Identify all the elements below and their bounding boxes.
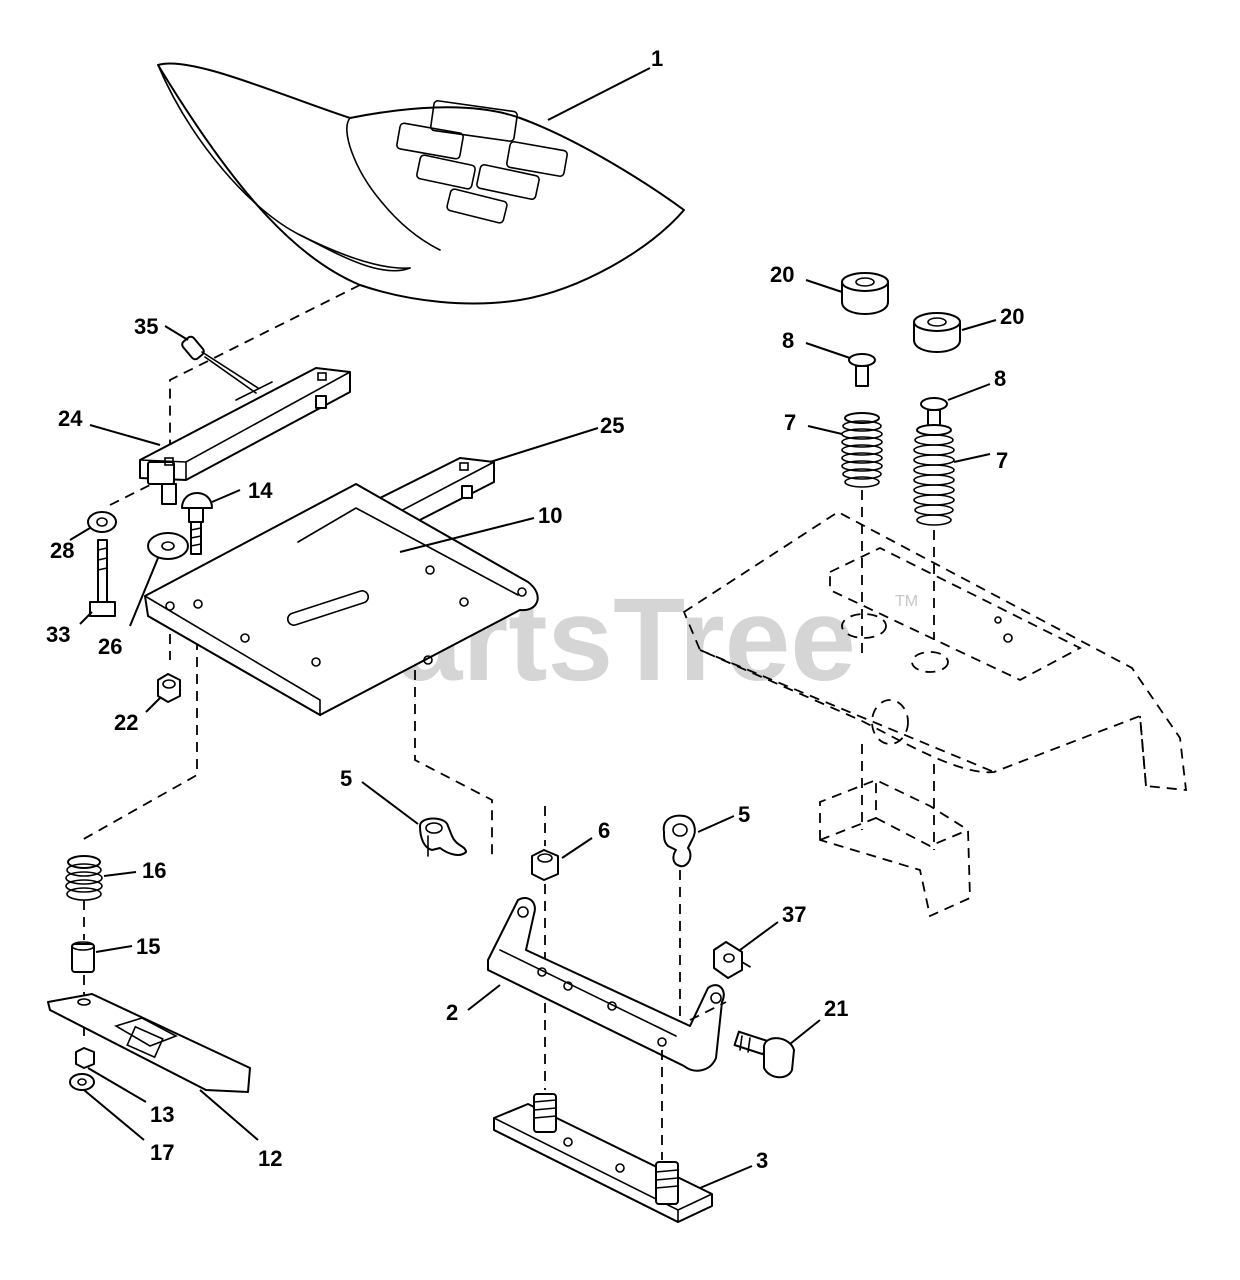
spring-16-part[interactable] <box>65 855 103 901</box>
watermark-trademark: TM <box>895 593 918 610</box>
spacer-20-left-part[interactable] <box>841 272 889 315</box>
callout-21: 21 <box>824 996 848 1021</box>
spacer-20-right-part[interactable] <box>913 312 961 353</box>
callout-5-left: 5 <box>340 766 352 791</box>
callout-28: 28 <box>50 538 74 563</box>
washer-17-part[interactable] <box>69 1073 95 1091</box>
screw-8-left-part[interactable] <box>848 353 876 387</box>
fender-reference-outline <box>682 510 1188 918</box>
spring-7-right-part[interactable] <box>913 424 955 526</box>
callout-14: 14 <box>248 478 273 503</box>
callout-25: 25 <box>600 413 624 438</box>
bolt-21-part[interactable] <box>733 1030 795 1079</box>
lower-plate-3-part[interactable] <box>493 1093 713 1223</box>
spacer-15-part[interactable] <box>71 941 95 973</box>
callout-37: 37 <box>782 902 806 927</box>
callout-24: 24 <box>58 406 83 431</box>
callout-1: 1 <box>651 46 663 71</box>
callout-33: 33 <box>46 622 70 647</box>
callout-8-left: 8 <box>782 328 794 353</box>
spring-7-left-part[interactable] <box>841 412 883 488</box>
callout-13: 13 <box>150 1102 174 1127</box>
clip-5-left-part[interactable] <box>419 817 467 857</box>
callout-20-right: 20 <box>1000 304 1024 329</box>
seat-part[interactable] <box>157 62 685 305</box>
callout-15: 15 <box>136 934 160 959</box>
callout-12: 12 <box>258 1146 282 1171</box>
callout-5-right: 5 <box>738 802 750 827</box>
callout-8-right: 8 <box>994 366 1006 391</box>
callout-26: 26 <box>98 634 122 659</box>
nut-13-part[interactable] <box>75 1047 95 1069</box>
callout-10: 10 <box>538 503 562 528</box>
slide-plate-12-part[interactable] <box>47 993 251 1093</box>
callout-20-left: 20 <box>770 262 794 287</box>
nut-37-part[interactable] <box>713 941 743 979</box>
handle-35-part[interactable] <box>181 335 259 394</box>
callout-22: 22 <box>114 710 138 735</box>
washer-26-part[interactable] <box>147 532 189 560</box>
callout-16: 16 <box>142 858 166 883</box>
callout-35: 35 <box>134 314 158 339</box>
lockwasher-28-part[interactable] <box>87 511 117 533</box>
locknut-22-part[interactable] <box>157 673 181 703</box>
pan-bracket-2-part[interactable] <box>487 896 725 1072</box>
slide-rail-24-part[interactable] <box>139 367 351 505</box>
callout-7-left: 7 <box>784 410 796 435</box>
callout-3: 3 <box>756 1148 768 1173</box>
callout-7-right: 7 <box>996 448 1008 473</box>
callout-17: 17 <box>150 1140 174 1165</box>
callout-2: 2 <box>446 1000 458 1025</box>
callout-6: 6 <box>598 818 610 843</box>
nut-6-part[interactable] <box>531 849 559 881</box>
bolt-33-part[interactable] <box>89 539 116 617</box>
clip-5-right-part[interactable] <box>662 814 696 868</box>
carriage-bolt-14-part[interactable] <box>181 492 213 555</box>
